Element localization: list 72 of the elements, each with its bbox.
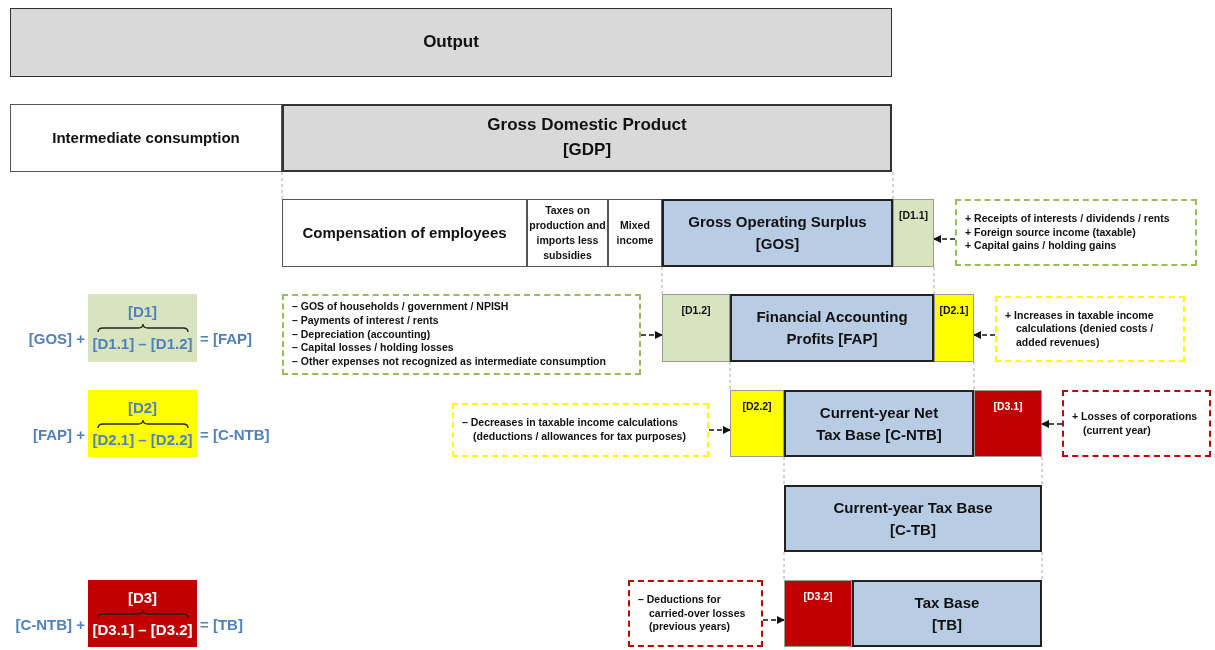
formula-box <box>88 390 197 457</box>
formula-text: [D3] <box>127 587 158 608</box>
box-label: Gross Operating Surplus [GOS] <box>687 212 868 254</box>
category-box <box>10 8 892 77</box>
box-label: Intermediate consumption <box>52 128 240 149</box>
box-label: Current-year Net Tax Base [C-NTB] <box>815 402 943 445</box>
category-box <box>10 104 282 172</box>
list-item: + Increases in taxable income calculations (denied costs / added revenues) <box>1005 308 1155 350</box>
formula-text: [D2] <box>127 397 158 418</box>
box-label: [D1.2] <box>681 303 711 318</box>
aggregate-box <box>662 199 893 267</box>
formula-term: = [TB] <box>200 616 243 633</box>
box-label: Financial Accounting Profits [FAP] <box>755 307 909 349</box>
formula-term: = [FAP] <box>200 330 253 347</box>
box-label: Output <box>423 31 479 54</box>
formula-text: [D2.1] – [D2.2] <box>92 429 193 450</box>
note-box <box>995 296 1185 362</box>
list-item: + Receipts of interests / dividends / rents <box>965 212 1170 226</box>
formula-text: [D1] <box>127 302 158 323</box>
box-label: [D1.1] <box>898 208 929 223</box>
list-item: – GOS of households / government / NPISH <box>292 300 509 315</box>
list-item: – Deductions for carried-over losses (previous years) <box>638 593 747 634</box>
list-item: + Foreign source income (taxable) <box>965 225 1136 240</box>
aggregate-box <box>784 485 1042 552</box>
note-box <box>452 403 709 457</box>
formula-term: [C-NTB] + <box>15 616 85 633</box>
arrow <box>762 616 785 624</box>
arrow <box>708 426 731 434</box>
adjustment-box <box>662 294 730 362</box>
arrow <box>640 331 663 339</box>
note-box <box>628 580 763 647</box>
list-item: – Capital losses / holding losses <box>292 341 454 355</box>
formula-term: = [C-NTB] <box>200 426 270 443</box>
formula-text: [D1.1] – [D1.2] <box>92 334 193 354</box>
box-label: Taxes on production and imports less subsidies <box>528 202 607 264</box>
adjustment-box <box>893 199 934 267</box>
adjustment-box <box>730 390 784 457</box>
formula-term: [GOS] + <box>28 330 85 347</box>
category-box <box>282 199 527 267</box>
list-item: – Other expenses not recognized as intermediate consumption <box>292 354 606 369</box>
box-label: Gross Domestic Product [GDP] <box>486 114 688 161</box>
box-label: Tax Base [TB] <box>913 592 981 635</box>
box-label: [D2.2] <box>742 399 772 414</box>
box-label: Current-year Tax Base [C-TB] <box>832 497 994 540</box>
note-box <box>955 199 1197 266</box>
formula-box <box>88 294 197 362</box>
box-label: [D2.1] <box>939 303 969 318</box>
list-item: + Capital gains / holding gains <box>965 239 1117 253</box>
formula-box <box>88 580 197 647</box>
adjustment-box <box>934 294 974 362</box>
list-item: – Payments of interest / rents <box>292 314 439 328</box>
aggregate-box <box>852 580 1042 647</box>
box-label: [D3.2] <box>803 589 833 604</box>
arrow <box>1041 420 1063 428</box>
adjustment-box <box>974 390 1042 457</box>
category-box <box>282 104 892 172</box>
category-box <box>608 199 662 267</box>
formula-term: [FAP] + <box>32 426 85 443</box>
box-label: Compensation of employees <box>302 223 507 244</box>
note-box <box>282 294 641 375</box>
formula-text: [D3.1] – [D3.2] <box>92 619 193 640</box>
aggregate-box <box>730 294 934 362</box>
box-label: Mixed income <box>615 217 655 248</box>
box-label: [D3.1] <box>993 399 1023 414</box>
arrow <box>933 235 956 243</box>
aggregate-box <box>784 390 974 457</box>
list-item: – Decreases in taxable income calculations (deductions / allowances for tax purposes) <box>462 416 687 444</box>
list-item: + Losses of corporations (current year) <box>1072 409 1199 438</box>
note-box <box>1062 390 1211 457</box>
adjustment-box <box>784 580 852 647</box>
list-item: – Depreciation (accounting) <box>292 327 431 342</box>
arrow <box>973 331 996 339</box>
